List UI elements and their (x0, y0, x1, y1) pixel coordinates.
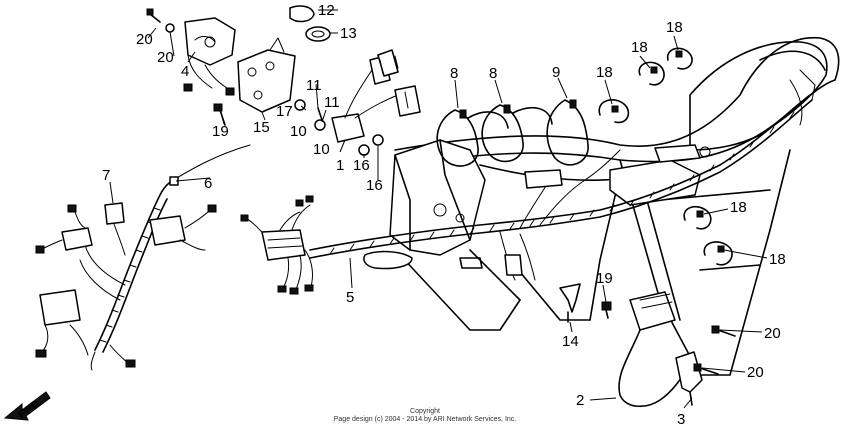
callout-9[interactable]: 9 (552, 64, 560, 81)
callout-1[interactable]: 1 (336, 157, 344, 174)
front-sub-harness[interactable] (35, 144, 251, 371)
callout-4[interactable]: 4 (181, 63, 189, 80)
frame-drawing (363, 36, 840, 376)
callout-15[interactable]: 15 (253, 119, 270, 136)
callout-10-a[interactable]: 10 (290, 123, 307, 140)
ignition-switch-group[interactable] (314, 49, 421, 156)
forward-direction-indicator (3, 391, 51, 421)
callout-20-c[interactable]: 20 (764, 325, 781, 342)
callout-19-a[interactable]: 19 (212, 123, 229, 140)
callout-leaders (109, 9, 768, 409)
callout-18-d[interactable]: 18 (730, 199, 747, 216)
callout-19-b[interactable]: 19 (596, 270, 613, 287)
callout-18-a[interactable]: 18 (596, 64, 613, 81)
callout-12[interactable]: 12 (318, 2, 335, 19)
callout-3[interactable]: 3 (677, 411, 685, 428)
callout-6[interactable]: 6 (204, 175, 212, 192)
callout-18-c[interactable]: 18 (666, 19, 683, 36)
callout-8-b[interactable]: 8 (489, 65, 497, 82)
main-wire-harness[interactable] (240, 94, 813, 295)
upper-left-components[interactable] (146, 5, 331, 126)
callout-16-a[interactable]: 16 (353, 157, 370, 174)
callout-8-a[interactable]: 8 (450, 65, 458, 82)
copyright-title: Copyright (410, 408, 440, 415)
ignition-coil-group[interactable] (559, 283, 736, 408)
callout-7[interactable]: 7 (102, 167, 110, 184)
harness-bands[interactable] (436, 99, 589, 167)
callout-13[interactable]: 13 (340, 25, 357, 42)
callout-10-b[interactable]: 10 (313, 141, 330, 158)
callout-14[interactable]: 14 (562, 333, 579, 350)
callout-11-a[interactable]: 11 (306, 77, 322, 94)
callout-20-d[interactable]: 20 (747, 364, 764, 381)
callout-20-a[interactable]: 20 (136, 31, 153, 48)
callout-16-b[interactable]: 16 (366, 177, 383, 194)
callout-5[interactable]: 5 (346, 289, 354, 306)
callout-18-b[interactable]: 18 (631, 39, 648, 56)
copyright-notice: Page design (c) 2004 - 2014 by ARI Netwo… (333, 416, 517, 423)
callout-2[interactable]: 2 (576, 392, 584, 409)
callout-20-b[interactable]: 20 (157, 49, 174, 66)
callout-17[interactable]: 17 (276, 103, 293, 120)
part-number-labels: 12 13 20 20 4 19 15 17 10 11 11 10 1 16 … (17, 2, 786, 428)
harness-clamps[interactable] (598, 47, 733, 266)
callout-11-b[interactable]: 11 (324, 94, 340, 111)
callout-18-e[interactable]: 18 (769, 251, 786, 268)
